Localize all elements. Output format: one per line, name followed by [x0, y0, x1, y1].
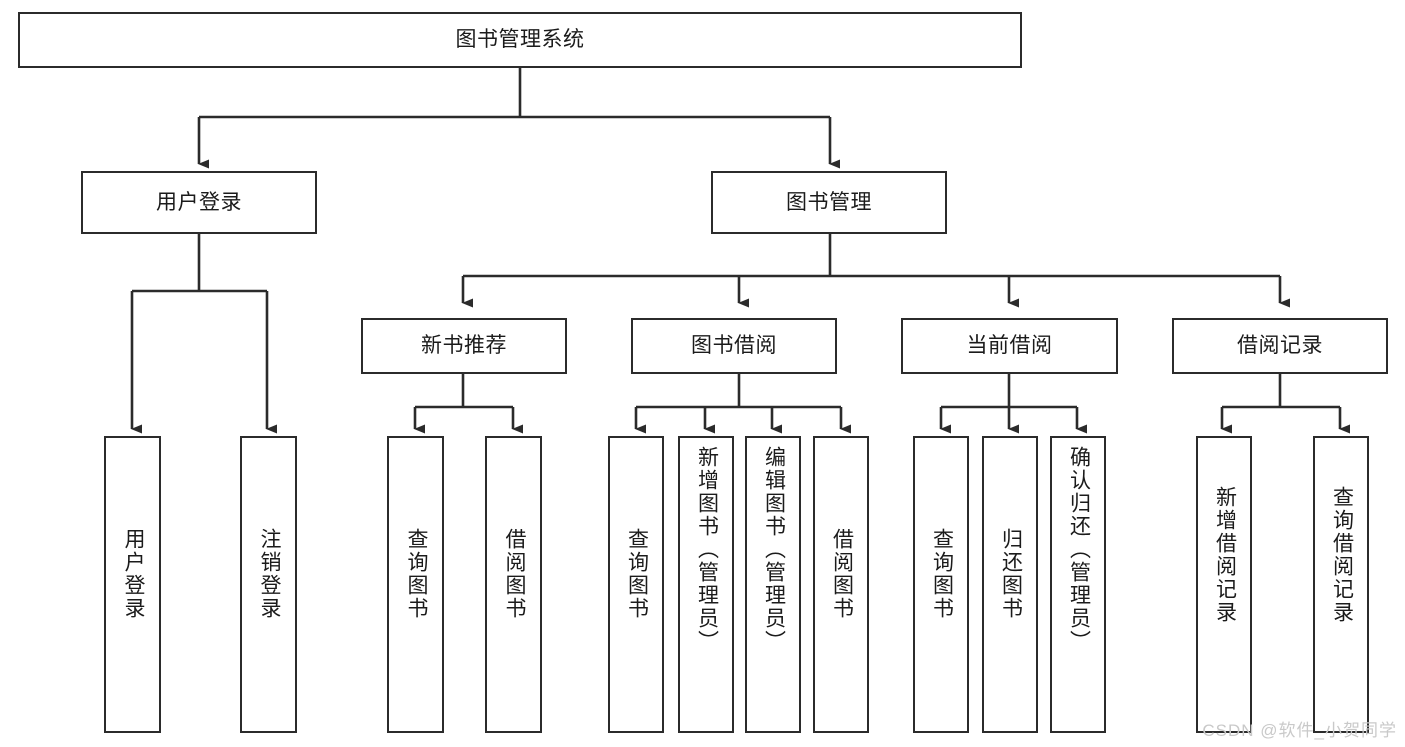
node-leaf-query-book-3[interactable]: 查询图书	[913, 436, 969, 733]
node-leaf-add-record[interactable]: 新增借阅记录	[1196, 436, 1252, 733]
node-current-borrow-label: 当前借阅	[966, 334, 1053, 358]
node-book-management[interactable]: 图书管理	[711, 171, 947, 234]
node-leaf-confirm-return[interactable]: 确认归还（管理员）	[1050, 436, 1106, 733]
node-leaf-user-login-label: 用户登录	[121, 528, 145, 620]
node-book-borrow[interactable]: 图书借阅	[631, 318, 837, 374]
node-leaf-user-login[interactable]: 用户登录	[104, 436, 161, 733]
node-leaf-edit-book[interactable]: 编辑图书（管理员）	[745, 436, 801, 733]
node-leaf-query-book-2[interactable]: 查询图书	[608, 436, 664, 733]
node-leaf-add-record-label: 新增借阅记录	[1213, 486, 1237, 624]
node-borrow-record[interactable]: 借阅记录	[1172, 318, 1388, 374]
node-new-book-recommend[interactable]: 新书推荐	[361, 318, 567, 374]
node-leaf-query-book-2-label: 查询图书	[625, 528, 649, 620]
node-root-label: 图书管理系统	[455, 28, 585, 52]
node-leaf-add-book-label: 新增图书（管理员）	[695, 446, 719, 653]
node-leaf-return-book-label: 归还图书	[999, 528, 1023, 620]
node-leaf-confirm-return-label: 确认归还（管理员）	[1067, 446, 1091, 653]
node-book-borrow-label: 图书借阅	[691, 334, 777, 358]
node-leaf-query-book-1-label: 查询图书	[404, 528, 428, 620]
node-leaf-borrow-book-1-label: 借阅图书	[502, 528, 526, 620]
node-leaf-logout-login[interactable]: 注销登录	[240, 436, 297, 733]
node-leaf-borrow-book-2[interactable]: 借阅图书	[813, 436, 869, 733]
node-user-login-label: 用户登录	[156, 190, 242, 214]
node-borrow-record-label: 借阅记录	[1237, 334, 1323, 358]
node-leaf-borrow-book-2-label: 借阅图书	[830, 528, 854, 620]
node-leaf-query-record-label: 查询借阅记录	[1330, 486, 1354, 624]
node-root[interactable]: 图书管理系统	[18, 12, 1022, 68]
node-leaf-return-book[interactable]: 归还图书	[982, 436, 1038, 733]
node-user-login[interactable]: 用户登录	[81, 171, 317, 234]
node-new-book-recommend-label: 新书推荐	[421, 334, 507, 358]
node-leaf-query-book-1[interactable]: 查询图书	[387, 436, 444, 733]
node-leaf-borrow-book-1[interactable]: 借阅图书	[485, 436, 542, 733]
node-book-management-label: 图书管理	[786, 190, 872, 214]
node-leaf-add-book[interactable]: 新增图书（管理员）	[678, 436, 734, 733]
node-leaf-query-book-3-label: 查询图书	[930, 528, 954, 620]
node-current-borrow[interactable]: 当前借阅	[901, 318, 1118, 374]
node-leaf-edit-book-label: 编辑图书（管理员）	[762, 446, 786, 653]
node-leaf-query-record[interactable]: 查询借阅记录	[1313, 436, 1369, 733]
node-leaf-logout-login-label: 注销登录	[257, 528, 281, 620]
